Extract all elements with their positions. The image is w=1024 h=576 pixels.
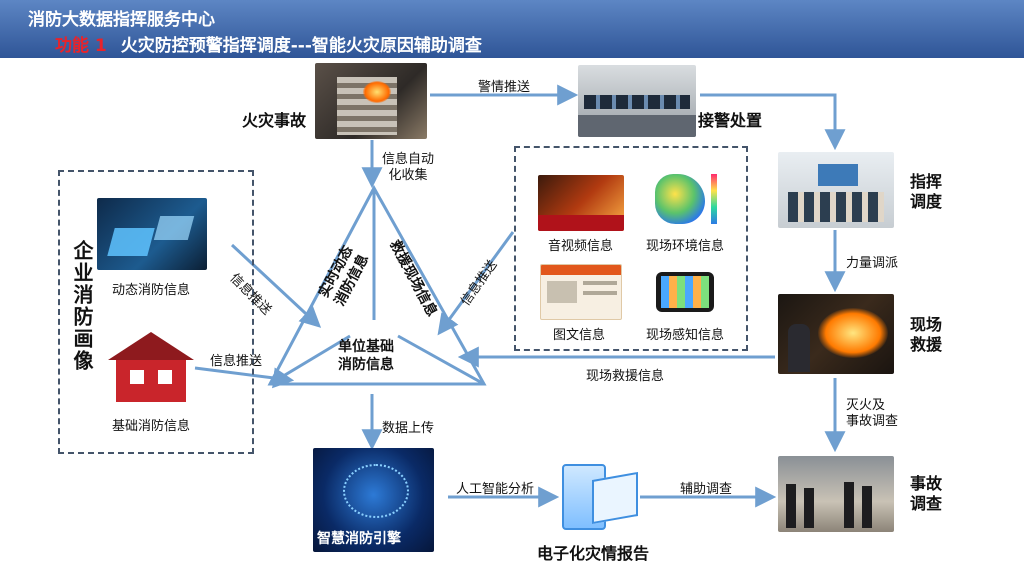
accident-investigation-photo xyxy=(778,456,894,532)
assist-investigation-label: 辅助调查 xyxy=(680,482,733,497)
function-label: 功能 1 xyxy=(55,36,107,56)
arrow-to-command xyxy=(700,93,846,151)
dynamic-info-label: 动态消防信息 xyxy=(112,283,191,298)
basic-info-photo xyxy=(100,318,200,404)
sensing-info-photo xyxy=(648,264,722,320)
command-photo xyxy=(778,152,894,228)
enterprise-box xyxy=(58,170,254,454)
fire-accident-photo xyxy=(315,63,427,139)
command-label: 指挥 调度 xyxy=(910,172,943,211)
unit-basic-label: 单位基础 消防信息 xyxy=(338,339,394,373)
onsite-rescue-photo xyxy=(778,294,894,374)
arrow-info-push-1 xyxy=(230,243,322,328)
alarm-handling-photo xyxy=(578,65,696,137)
data-upload-label: 数据上传 xyxy=(382,421,435,436)
extinguish-label: 灭火及 事故调查 xyxy=(846,398,899,429)
org-title: 消防大数据指挥服务中心 xyxy=(28,10,215,30)
page-title-text: 火灾防控预警指挥调度---智能火灾原因辅助调查 xyxy=(120,36,482,56)
accident-investigation-label: 事故 调查 xyxy=(910,474,943,513)
graphic-info-label: 图文信息 xyxy=(553,328,606,343)
graphic-info-photo xyxy=(540,264,622,320)
info-push-2-label: 信息推送 xyxy=(210,354,263,369)
sensing-info-label: 现场感知信息 xyxy=(646,328,725,343)
report-icon xyxy=(556,456,640,534)
basic-info-label: 基础消防信息 xyxy=(112,419,191,434)
header-bar: 消防大数据指挥服务中心 功能 1 火灾防控预警指挥调度---智能火灾原因辅助调查 xyxy=(0,0,1024,58)
onsite-info-box xyxy=(514,146,748,351)
av-info-photo xyxy=(538,175,624,231)
av-info-label: 音视频信息 xyxy=(548,239,614,254)
arrow-info-push-2 xyxy=(194,366,295,389)
onsite-rescue-label: 现场 救援 xyxy=(910,315,943,354)
fire-accident-label: 火灾事故 xyxy=(242,111,307,130)
force-dispatch-label: 力量调派 xyxy=(846,256,899,271)
smart-engine-image: 智慧消防引擎 xyxy=(313,448,434,552)
enterprise-profile-title: 企业消防画像 xyxy=(70,240,94,372)
env-info-label: 现场环境信息 xyxy=(646,239,725,254)
arrow-info-push-3 xyxy=(437,231,515,336)
page-title: 功能 1 火灾防控预警指挥调度---智能火灾原因辅助调查 xyxy=(55,31,482,56)
report-label: 电子化灾情报告 xyxy=(537,544,650,563)
ai-analysis-label: 人工智能分析 xyxy=(456,482,535,497)
alarm-push-label: 警情推送 xyxy=(478,80,531,95)
rescue-info-label: 现场救援信息 xyxy=(586,369,665,384)
auto-collect-label: 信息自动 化收集 xyxy=(382,152,435,183)
env-info-photo xyxy=(645,168,725,230)
engine-label: 智慧消防引擎 xyxy=(317,531,401,547)
dynamic-info-photo xyxy=(97,198,207,270)
alarm-handling-label: 接警处置 xyxy=(698,111,763,130)
